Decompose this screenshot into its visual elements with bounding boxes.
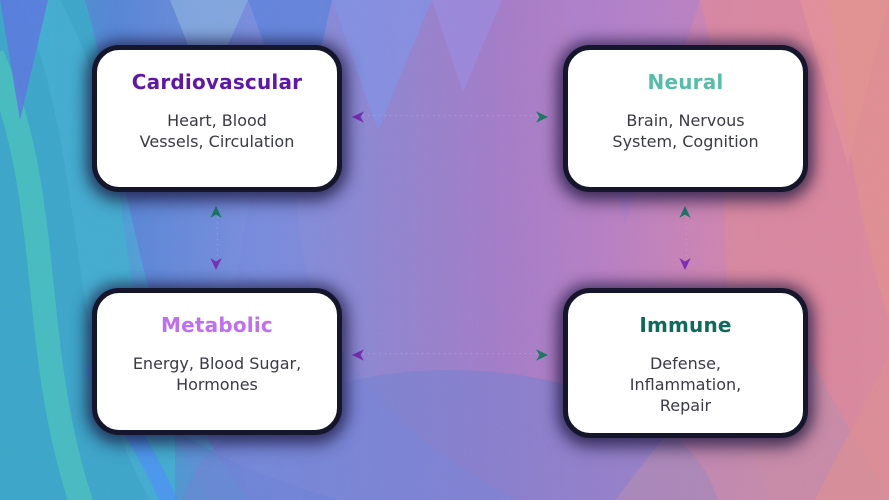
node-immune-description: Defense, Inflammation, Repair bbox=[629, 354, 742, 416]
node-neural: Neural Brain, Nervous System, Cognition bbox=[563, 45, 808, 192]
node-immune: Immune Defense, Inflammation, Repair bbox=[563, 288, 808, 438]
node-metabolic: Metabolic Energy, Blood Sugar, Hormones bbox=[92, 288, 342, 435]
node-neural-title: Neural bbox=[647, 70, 724, 94]
node-metabolic-title: Metabolic bbox=[161, 313, 273, 337]
node-cardiovascular-description: Heart, Blood Vessels, Circulation bbox=[139, 111, 295, 152]
node-metabolic-description: Energy, Blood Sugar, Hormones bbox=[132, 354, 302, 395]
node-neural-description: Brain, Nervous System, Cognition bbox=[612, 111, 759, 152]
node-cardiovascular-title: Cardiovascular bbox=[131, 70, 303, 94]
node-immune-title: Immune bbox=[639, 313, 732, 337]
node-cardiovascular: Cardiovascular Heart, Blood Vessels, Cir… bbox=[92, 45, 342, 192]
